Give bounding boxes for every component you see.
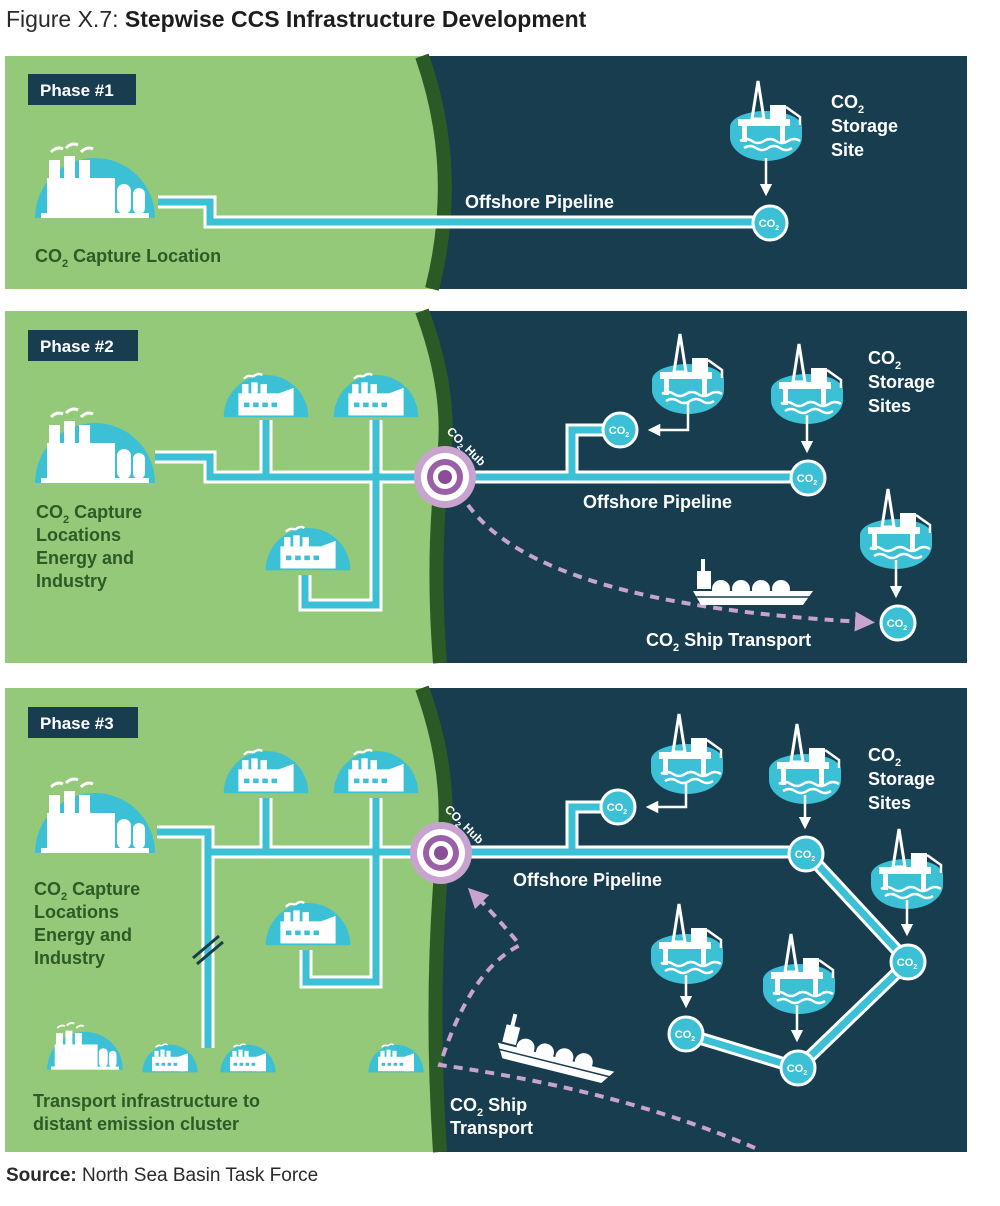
phase-3-capture-label-2: Locations	[34, 902, 119, 922]
phase-3-distant-label: Transport infrastructure to	[33, 1091, 260, 1111]
figure-title: Figure X.7: Stepwise CCS Infrastructure …	[6, 6, 586, 33]
source-label: Source:	[6, 1165, 77, 1186]
phase-2-ship-route	[466, 503, 875, 632]
phase-1-badge	[28, 74, 136, 105]
phase-2-storage-arrow	[647, 402, 690, 437]
phase-1-co2-node	[751, 204, 789, 242]
phase-2-co2-node	[789, 459, 827, 497]
phase-2-panel: Phase #2 CO2 Hub Offsh	[5, 308, 967, 664]
phase-2-storage-label-2: Storage	[868, 372, 935, 392]
phase-2-pipeline-label: Offshore Pipeline	[583, 492, 732, 512]
phase-3-pipeline-label: Offshore Pipeline	[513, 870, 662, 890]
phase-2-badge-label: Phase #2	[40, 337, 114, 356]
phase-3-ship-label: CO2 Ship	[450, 1095, 527, 1119]
phase-3-distant-label-2: distant emission cluster	[33, 1114, 239, 1134]
phase-3-storage-arrow	[645, 782, 688, 814]
phase-3-ship-label-2: Transport	[450, 1118, 533, 1138]
phase-2-capture-label-3: Energy and	[36, 548, 134, 568]
phase-2-capture-label-2: Locations	[36, 525, 121, 545]
phase-2-badge	[28, 330, 138, 361]
phase-1-capture-label: CO2 Capture Location	[35, 246, 221, 270]
phase-2-co2-node	[879, 604, 917, 642]
phase-3-co2-node	[779, 1049, 817, 1087]
phase-1-pipeline-label: Offshore Pipeline	[465, 192, 614, 212]
phase-1-storage-label-3: Site	[831, 140, 864, 160]
phase-1-storage-label-2: Storage	[831, 116, 898, 136]
phase-1-badge-label: Phase #1	[40, 81, 114, 100]
phase-1-land	[5, 56, 445, 289]
phase-3-panel: Phase #3 CO2 Hub	[5, 685, 967, 1153]
figure-title-text: Stepwise CCS Infrastructure Development	[124, 6, 587, 32]
phase-3-capture-label-4: Industry	[34, 948, 105, 968]
phase-3-storage-label-3: Sites	[868, 793, 911, 813]
phase-3-capture-label: CO2 Capture	[34, 879, 140, 903]
phase-3-co2-node	[667, 1015, 705, 1053]
phase-3-storage-label-2: Storage	[868, 769, 935, 789]
phase-1-panel: Phase #1 Offshore Pipeline CO2 Capture L…	[5, 53, 967, 291]
phase-3-co2-node	[599, 788, 637, 826]
phase-3-capture-label-3: Energy and	[34, 925, 132, 945]
phase-3-storage-label: CO2	[868, 745, 901, 769]
phase-2-capture-label-4: Industry	[36, 571, 107, 591]
source-text: North Sea Basin Task Force	[76, 1165, 319, 1186]
phase-3-co2-node	[889, 943, 927, 981]
figure-title-prefix: Figure X.7:	[6, 6, 125, 32]
phase-2-capture-label: CO2 Capture	[36, 502, 142, 526]
phase-2-storage-label: CO2	[868, 348, 901, 372]
phase-3-badge	[28, 707, 138, 738]
source-note: Source: North Sea Basin Task Force	[6, 1165, 318, 1187]
phase-2-storage-label-3: Sites	[868, 396, 911, 416]
phase-3-badge-label: Phase #3	[40, 714, 114, 733]
phase-2-co2-node	[601, 411, 639, 449]
pipeline-break-marker	[192, 934, 224, 966]
phase-2-ship-label: CO2 Ship Transport	[646, 630, 811, 654]
phase-3-co2-node	[787, 835, 825, 873]
phase-2-land	[5, 311, 446, 663]
phase-1-storage-label: CO2	[831, 92, 864, 116]
phase-1-coastline	[415, 53, 452, 291]
